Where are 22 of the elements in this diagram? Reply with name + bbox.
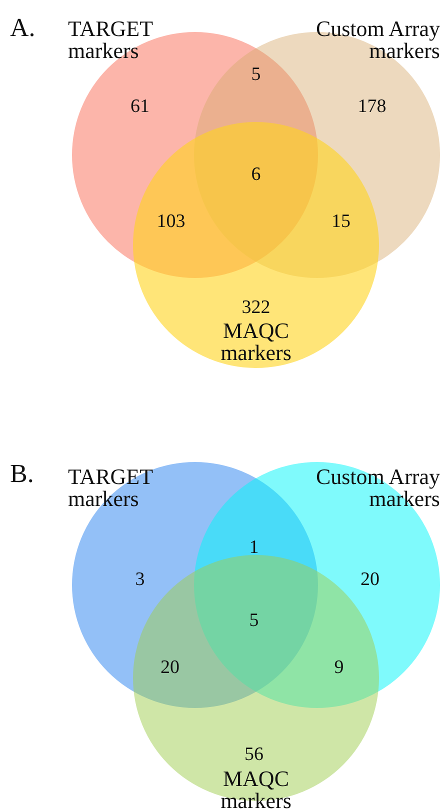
set-label: TARGET markers: [68, 18, 154, 62]
region-count: 178: [358, 97, 386, 117]
region-count: 5: [251, 65, 261, 85]
region-count: 103: [156, 212, 186, 232]
set-label: MAQC markers: [220, 320, 292, 364]
region-count: 20: [160, 658, 180, 678]
region-count: 6: [251, 165, 261, 185]
panel-label: A.: [10, 14, 36, 42]
set-label: MAQC markers: [220, 768, 292, 812]
set-label: Custom Array markers: [314, 466, 440, 510]
set-label: Custom Array markers: [314, 18, 440, 62]
region-count: 20: [360, 570, 380, 590]
panel-label: B.: [10, 460, 34, 488]
region-count: 3: [135, 570, 145, 590]
region-count: 56: [244, 745, 264, 765]
set-label: TARGET markers: [68, 466, 154, 510]
region-count: 9: [334, 658, 344, 678]
region-count: 1: [249, 538, 259, 558]
region-count: 61: [130, 97, 150, 117]
region-count: 322: [242, 298, 270, 318]
region-count: 5: [249, 611, 259, 631]
region-count: 15: [332, 212, 350, 232]
